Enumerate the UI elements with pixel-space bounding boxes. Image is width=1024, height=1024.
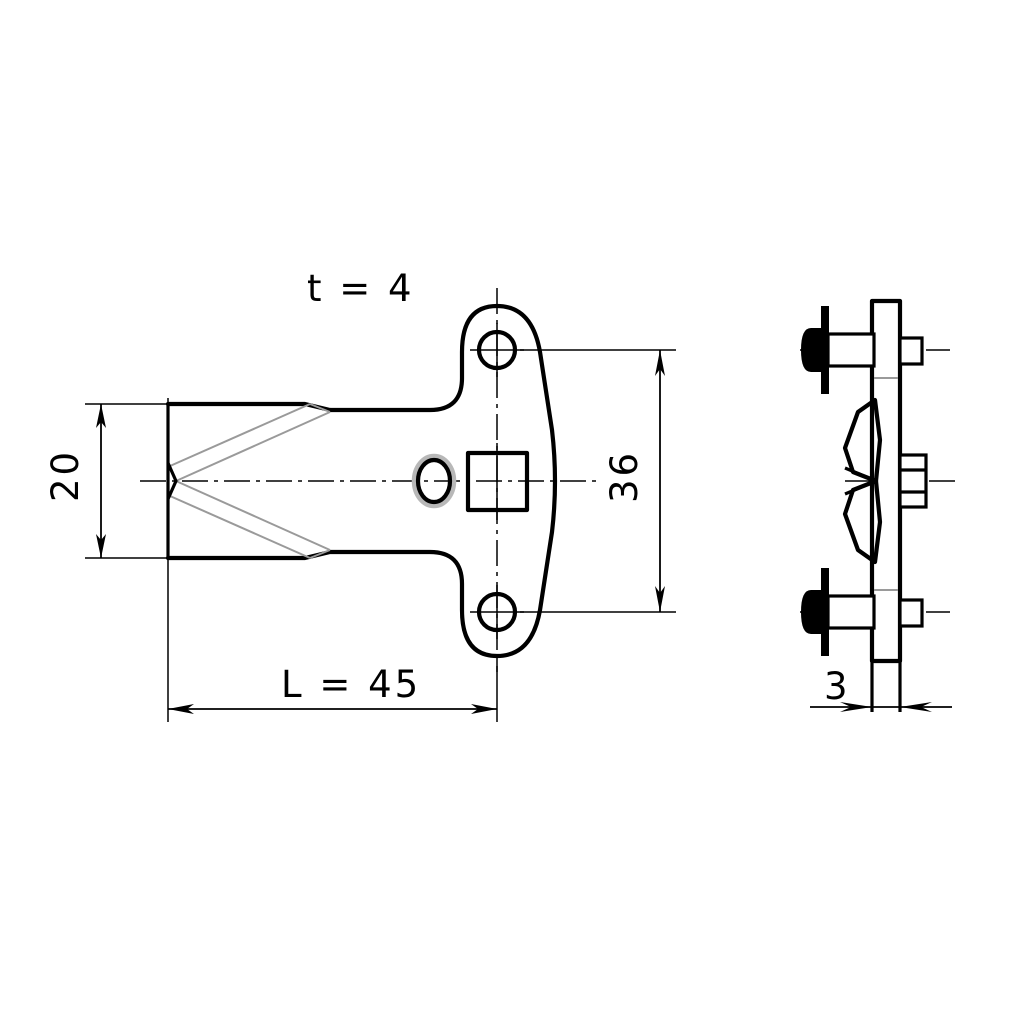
bolt-top-washer: [821, 306, 829, 394]
center-bore: [411, 453, 457, 509]
center-nut-body: [898, 453, 928, 509]
bracket-outline: [165, 303, 558, 659]
length-dim-text: L = 45: [281, 663, 421, 706]
bolt-assembly-bottom: [801, 568, 924, 656]
bolt-top-shank: [826, 332, 876, 368]
bolt-bottom-washer: [821, 568, 829, 656]
side-wedge-tip-upper: [844, 466, 877, 483]
bolt-top-nut: [898, 336, 924, 366]
length-arrow-right: [471, 704, 497, 714]
bolt-bottom-nut: [898, 598, 924, 628]
thickness-note-group: t = 4: [307, 267, 415, 310]
plate-thickness-arrow-left: [840, 702, 872, 712]
height-dim-text: 36: [603, 450, 646, 503]
center-nut: [898, 453, 928, 509]
mounting-hole-bottom: [470, 585, 524, 639]
height-arrow-top: [655, 350, 665, 376]
thickness-note-text: t = 4: [307, 267, 415, 310]
length-arrow-left: [168, 704, 194, 714]
side-wedge-tip-lower: [844, 479, 877, 496]
width-arrow-bottom: [96, 534, 106, 558]
height-dimension-group: 36: [520, 349, 676, 613]
bolt-bottom-shank: [826, 594, 876, 630]
front-view: [140, 288, 600, 672]
width-arrow-top: [96, 404, 106, 428]
width-dimension-group: 20: [44, 403, 175, 559]
bolt-bottom-head: [801, 590, 821, 634]
v-notch-tip: [166, 462, 178, 500]
width-dim-text: 20: [44, 449, 87, 502]
side-wedge: [842, 397, 883, 565]
bolt-assembly-top: [801, 306, 924, 394]
mounting-hole-top: [470, 323, 524, 377]
side-view: [800, 298, 960, 712]
plate-thickness-dim-text: 3: [824, 665, 851, 708]
bolt-top-head: [801, 328, 821, 372]
plate-thickness-dimension-group: 3: [810, 665, 952, 712]
height-arrow-bottom: [655, 586, 665, 612]
length-dimension-group: L = 45: [167, 398, 498, 722]
plate-thickness-arrow-right: [900, 702, 932, 712]
